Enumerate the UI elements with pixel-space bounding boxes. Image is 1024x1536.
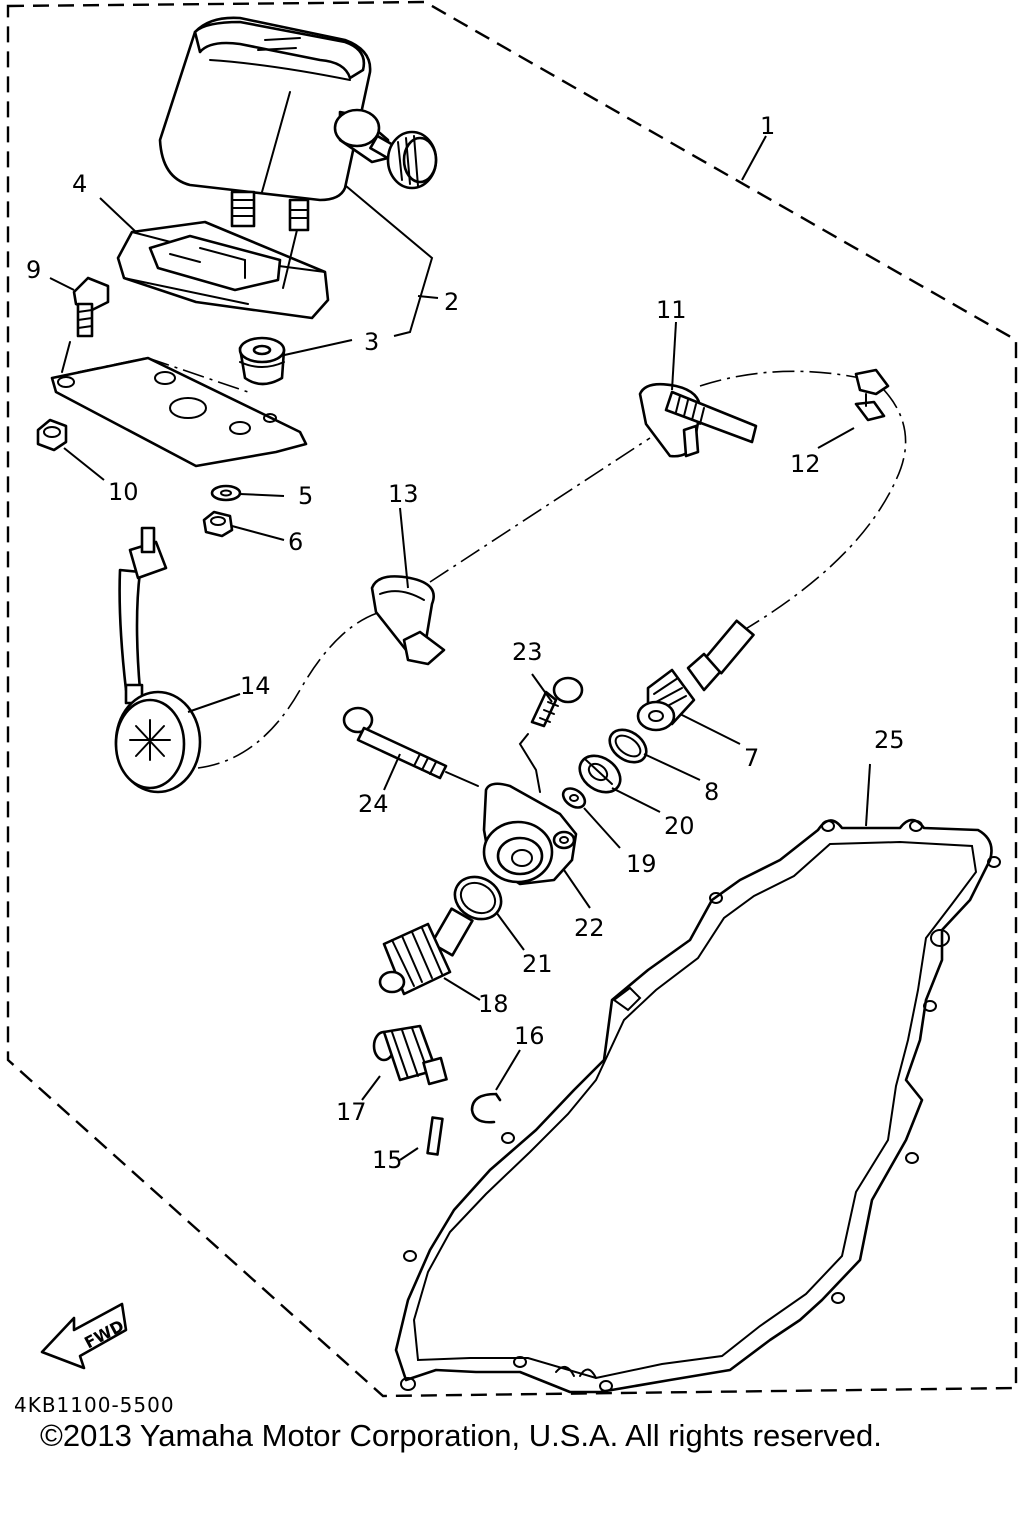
diagram-id: 4KB1100-5500 [14,1393,175,1417]
callout-17: 17 [336,1098,367,1126]
callout-24: 24 [358,790,389,818]
driven-gear-17 [372,1024,448,1086]
callout-3: 3 [364,328,379,356]
cable-band-11 [638,370,871,458]
meter-bracket [116,220,330,320]
meter-assembly [158,16,438,232]
cable-fitting-7 [636,619,755,732]
bolt-24 [342,706,479,787]
bearing-20 [578,754,622,794]
callout-8: 8 [704,778,719,806]
drive-gear-18 [378,907,474,996]
callout-11: 11 [656,296,687,324]
callout-1: 1 [760,112,775,140]
gear-housing-22 [482,782,578,886]
nut-10 [36,418,68,452]
forward-arrow-icon: FWD [40,1302,128,1370]
pin-15 [426,1116,444,1156]
callout-13: 13 [388,480,419,508]
o-ring-8 [608,728,648,764]
callout-22: 22 [574,914,605,942]
callout-21: 21 [522,950,553,978]
speedometer-cable [114,526,389,794]
leader-lines [49,135,871,1161]
callout-9: 9 [26,256,41,284]
bolt-9 [61,276,110,373]
grommet [238,336,286,386]
callout-10: 10 [108,478,139,506]
callout-19: 19 [626,850,657,878]
callout-16: 16 [514,1022,545,1050]
circlip-16 [470,1092,502,1124]
kit-boundary-frame [6,0,1018,1398]
callout-5: 5 [298,482,313,510]
nut-6 [202,510,234,538]
callout-18: 18 [478,990,509,1018]
callout-14: 14 [240,672,271,700]
mounting-plate [50,356,308,468]
gasket-25 [394,818,1001,1394]
cable-clamp-13 [370,437,651,666]
screw-23 [518,676,584,793]
o-ring-21 [453,875,503,921]
callout-7: 7 [744,744,759,772]
callout-15: 15 [372,1146,403,1174]
callout-12: 12 [790,450,821,478]
callout-2: 2 [444,288,459,316]
callout-25: 25 [874,726,905,754]
callout-23: 23 [512,638,543,666]
callout-4: 4 [72,170,87,198]
callout-20: 20 [664,812,695,840]
washer-5 [210,484,242,502]
copyright-notice: ©2013 Yamaha Motor Corporation, U.S.A. A… [40,1418,882,1453]
callout-numbers: 1 2 3 4 5 6 7 8 9 10 11 12 13 14 15 16 1… [26,112,905,1174]
callout-6: 6 [288,528,303,556]
clip-12 [743,368,907,631]
washer-19 [561,787,587,809]
